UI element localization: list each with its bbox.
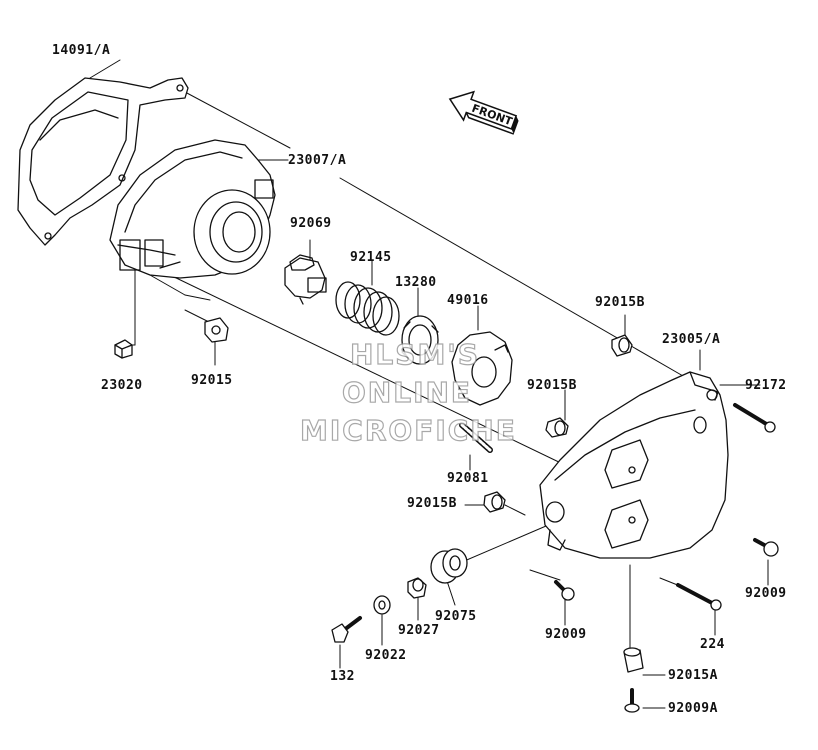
adjuster-ring-13280 xyxy=(401,315,439,365)
spring-92145 xyxy=(335,281,400,336)
screw-92009-right xyxy=(753,538,779,557)
front-arrow-icon: FRONT xyxy=(448,90,519,135)
part-label-92009-mid[interactable]: 92009 xyxy=(545,627,587,642)
collar-92027 xyxy=(407,577,427,599)
grommet-92075 xyxy=(430,548,468,584)
clip-23020 xyxy=(114,339,133,359)
part-label-49016[interactable]: 49016 xyxy=(447,293,489,308)
part-label-92022[interactable]: 92022 xyxy=(365,648,407,663)
part-label-13280[interactable]: 13280 xyxy=(395,275,437,290)
bulb-92069 xyxy=(284,254,327,305)
part-label-92027[interactable]: 92027 xyxy=(398,623,440,638)
part-label-92015A[interactable]: 92015A xyxy=(668,668,718,683)
screw-92009-mid xyxy=(554,580,575,601)
washer-92022 xyxy=(373,595,391,615)
part-label-92015[interactable]: 92015 xyxy=(191,373,233,388)
bushing-92015B-top xyxy=(611,334,633,357)
part-label-92069[interactable]: 92069 xyxy=(290,216,332,231)
part-label-92015B-low[interactable]: 92015B xyxy=(407,496,457,511)
part-label-92075[interactable]: 92075 xyxy=(435,609,477,624)
front-label: FRONT xyxy=(470,102,514,129)
rear-case-23005A xyxy=(539,371,729,559)
part-label-224[interactable]: 224 xyxy=(700,637,725,652)
watermark-line-3: MICROFICHE xyxy=(299,413,517,447)
gear-49016 xyxy=(451,331,513,406)
watermark-line-2: ONLINE xyxy=(341,375,473,409)
part-label-92172[interactable]: 92172 xyxy=(745,378,787,393)
part-label-92145[interactable]: 92145 xyxy=(350,250,392,265)
leader-lines xyxy=(89,59,769,709)
screw-92009A xyxy=(624,688,640,713)
collar-92015A xyxy=(623,647,644,673)
part-label-14091A[interactable]: 14091/A xyxy=(52,43,111,58)
part-label-92081[interactable]: 92081 xyxy=(447,471,489,486)
part-label-23007A[interactable]: 23007/A xyxy=(288,153,347,168)
headlight-housing-23007A xyxy=(109,139,276,279)
screw-92172 xyxy=(733,403,776,433)
bolt-132 xyxy=(331,616,362,643)
part-label-92015B-top[interactable]: 92015B xyxy=(595,295,645,310)
part-label-92015B-mid[interactable]: 92015B xyxy=(527,378,577,393)
screw-224 xyxy=(676,583,722,611)
part-label-92009-right[interactable]: 92009 xyxy=(745,586,787,601)
part-label-92009A[interactable]: 92009A xyxy=(668,701,718,716)
watermark-line-1: HLSM'S xyxy=(349,337,481,371)
bushing-92015B-low xyxy=(483,491,506,513)
part-label-23005A[interactable]: 23005/A xyxy=(662,332,721,347)
part-label-132[interactable]: 132 xyxy=(330,669,355,684)
screw-92081 xyxy=(459,422,493,453)
part-label-23020[interactable]: 23020 xyxy=(101,378,143,393)
bushing-92015B-mid xyxy=(545,417,569,438)
cover-shell-14091A xyxy=(17,77,189,246)
nut-92015 xyxy=(204,317,229,343)
